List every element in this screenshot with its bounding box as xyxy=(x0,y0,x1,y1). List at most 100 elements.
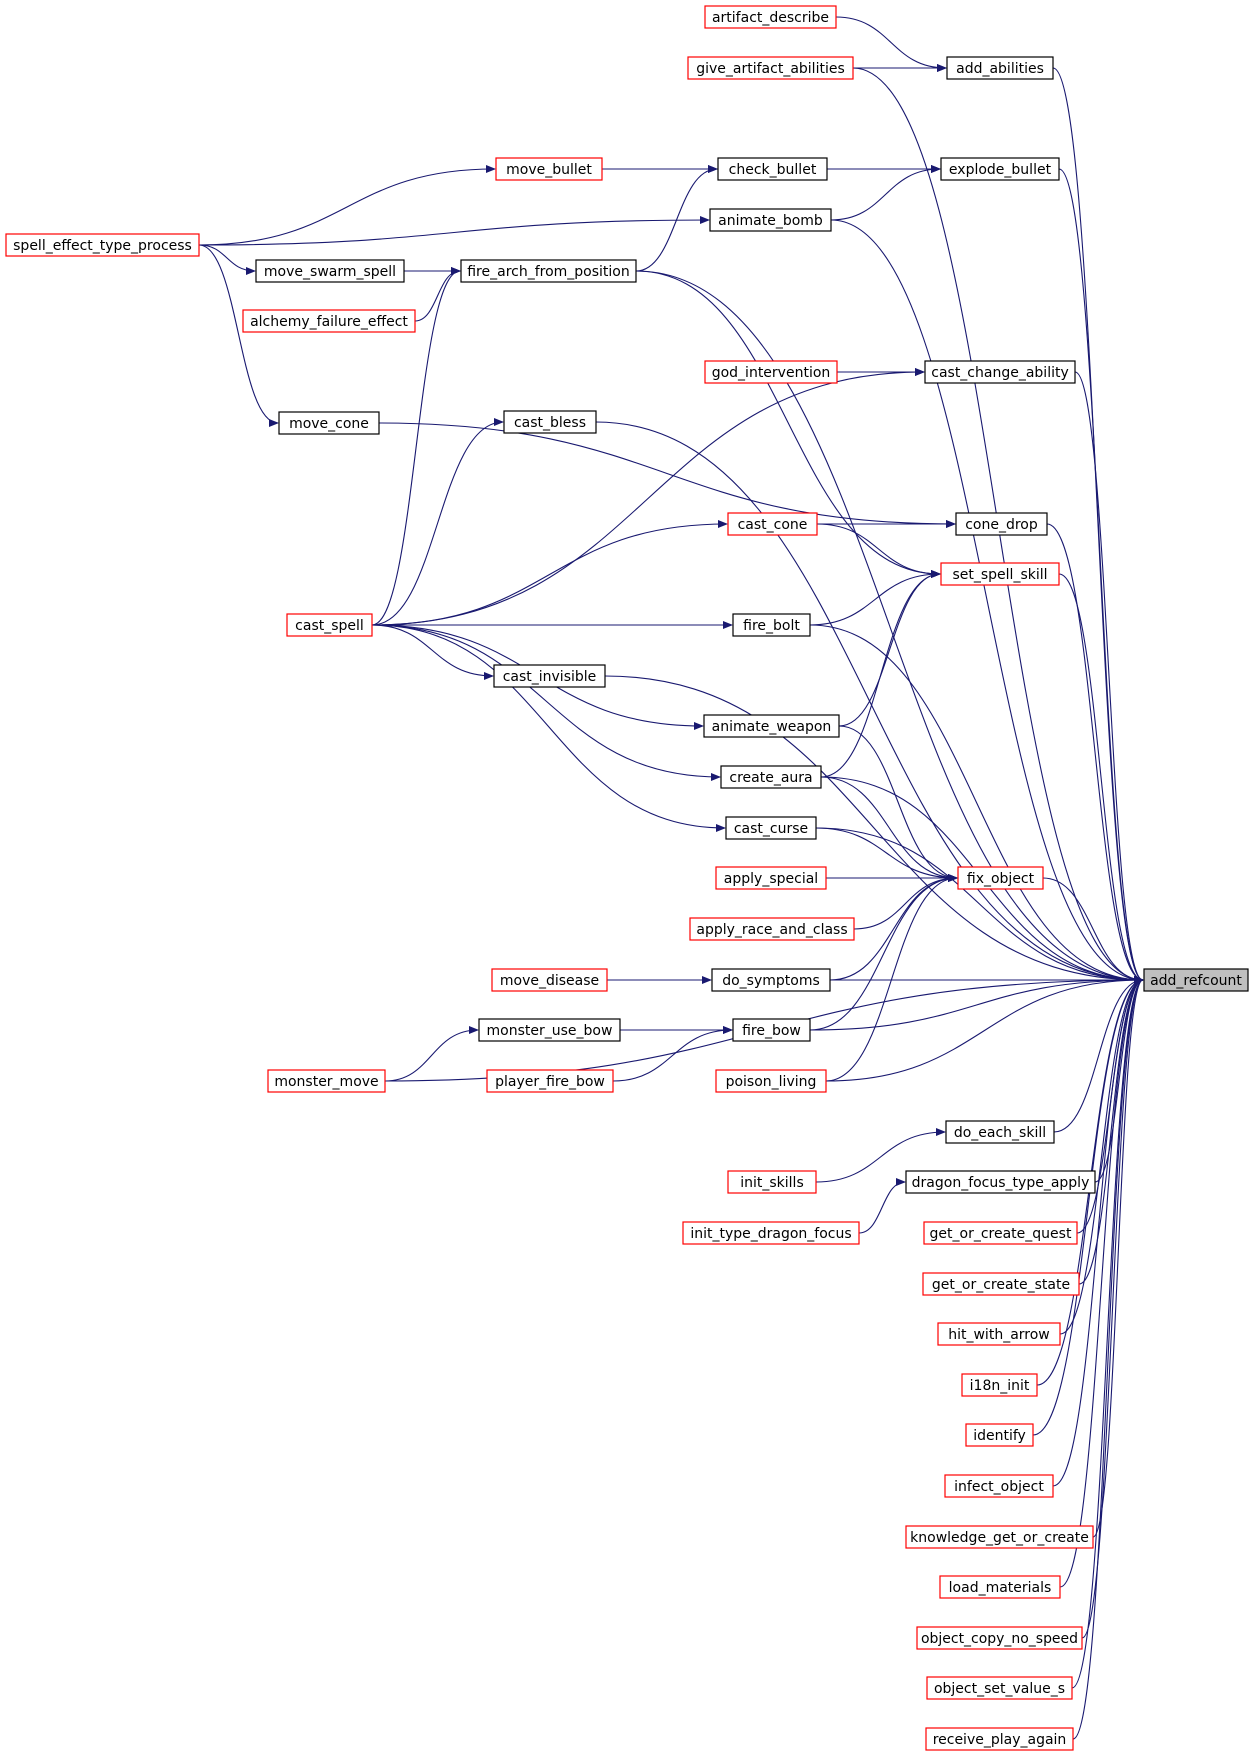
node-box-move_swarm_spell[interactable] xyxy=(255,259,405,283)
node-monster_move[interactable]: monster_move xyxy=(267,1069,386,1093)
node-box-animate_bomb[interactable] xyxy=(709,208,832,232)
node-fire_bow[interactable]: fire_bow xyxy=(732,1018,811,1042)
node-box-explode_bullet[interactable] xyxy=(940,157,1060,181)
node-box-create_aura[interactable] xyxy=(720,765,822,789)
node-load_materials[interactable]: load_materials xyxy=(939,1575,1061,1599)
node-box-player_fire_bow[interactable] xyxy=(486,1069,614,1093)
node-move_cone[interactable]: move_cone xyxy=(278,411,380,435)
node-box-cast_curse[interactable] xyxy=(725,816,817,840)
node-box-fix_object[interactable] xyxy=(957,866,1044,890)
node-fire_arch_from_position[interactable]: fire_arch_from_position xyxy=(460,259,637,283)
node-animate_weapon[interactable]: animate_weapon xyxy=(703,714,840,738)
node-object_set_value_s[interactable]: object_set_value_s xyxy=(926,1676,1073,1700)
node-fire_bolt[interactable]: fire_bolt xyxy=(732,613,811,637)
node-move_disease[interactable]: move_disease xyxy=(491,968,608,992)
node-create_aura[interactable]: create_aura xyxy=(720,765,822,789)
node-monster_use_bow[interactable]: monster_use_bow xyxy=(478,1018,621,1042)
node-box-artifact_describe[interactable] xyxy=(704,5,837,29)
node-alchemy_failure_effect[interactable]: alchemy_failure_effect xyxy=(242,309,416,333)
node-infect_object[interactable]: infect_object xyxy=(944,1474,1054,1498)
node-spell_effect_type_process[interactable]: spell_effect_type_process xyxy=(5,233,200,257)
node-box-apply_special[interactable] xyxy=(715,866,827,890)
node-cast_spell[interactable]: cast_spell xyxy=(286,613,373,637)
node-box-init_skills[interactable] xyxy=(727,1170,817,1194)
node-fix_object[interactable]: fix_object xyxy=(957,866,1044,890)
node-init_skills[interactable]: init_skills xyxy=(727,1170,817,1194)
node-box-do_symptoms[interactable] xyxy=(711,968,831,992)
node-box-check_bullet[interactable] xyxy=(717,157,828,181)
node-do_each_skill[interactable]: do_each_skill xyxy=(945,1120,1055,1144)
node-cast_cone[interactable]: cast_cone xyxy=(727,512,818,536)
node-box-spell_effect_type_process[interactable] xyxy=(5,233,200,257)
node-poison_living[interactable]: poison_living xyxy=(715,1069,827,1093)
node-object_copy_no_speed[interactable]: object_copy_no_speed xyxy=(916,1626,1083,1650)
node-box-cast_spell[interactable] xyxy=(286,613,373,637)
node-init_type_dragon_focus[interactable]: init_type_dragon_focus xyxy=(682,1221,860,1245)
node-receive_play_again[interactable]: receive_play_again xyxy=(925,1727,1074,1751)
node-box-move_cone[interactable] xyxy=(278,411,380,435)
node-box-fire_bow[interactable] xyxy=(732,1018,811,1042)
node-box-receive_play_again[interactable] xyxy=(925,1727,1074,1751)
node-box-object_set_value_s[interactable] xyxy=(926,1676,1073,1700)
node-box-move_bullet[interactable] xyxy=(495,157,603,181)
node-box-cast_cone[interactable] xyxy=(727,512,818,536)
node-box-get_or_create_quest[interactable] xyxy=(923,1221,1078,1245)
node-box-alchemy_failure_effect[interactable] xyxy=(242,309,416,333)
node-apply_race_and_class[interactable]: apply_race_and_class xyxy=(689,917,855,941)
node-box-give_artifact_abilities[interactable] xyxy=(687,56,854,80)
node-add_abilities[interactable]: add_abilities xyxy=(946,56,1054,80)
node-check_bullet[interactable]: check_bullet xyxy=(717,157,828,181)
node-cast_change_ability[interactable]: cast_change_ability xyxy=(924,360,1076,384)
node-box-load_materials[interactable] xyxy=(939,1575,1061,1599)
node-box-poison_living[interactable] xyxy=(715,1069,827,1093)
node-player_fire_bow[interactable]: player_fire_bow xyxy=(486,1069,614,1093)
node-box-dragon_focus_type_apply[interactable] xyxy=(905,1170,1096,1194)
node-move_bullet[interactable]: move_bullet xyxy=(495,157,603,181)
node-cone_drop[interactable]: cone_drop xyxy=(955,512,1048,536)
node-box-cone_drop[interactable] xyxy=(955,512,1048,536)
node-box-add_abilities[interactable] xyxy=(946,56,1054,80)
node-do_symptoms[interactable]: do_symptoms xyxy=(711,968,831,992)
node-box-hit_with_arrow[interactable] xyxy=(937,1322,1061,1346)
node-hit_with_arrow[interactable]: hit_with_arrow xyxy=(937,1322,1061,1346)
node-get_or_create_quest[interactable]: get_or_create_quest xyxy=(923,1221,1078,1245)
node-box-knowledge_get_or_create[interactable] xyxy=(905,1525,1094,1549)
node-box-animate_weapon[interactable] xyxy=(703,714,840,738)
node-knowledge_get_or_create[interactable]: knowledge_get_or_create xyxy=(905,1525,1094,1549)
node-box-do_each_skill[interactable] xyxy=(945,1120,1055,1144)
node-cast_invisible[interactable]: cast_invisible xyxy=(493,664,606,688)
node-box-init_type_dragon_focus[interactable] xyxy=(682,1221,860,1245)
node-box-monster_move[interactable] xyxy=(267,1069,386,1093)
node-give_artifact_abilities[interactable]: give_artifact_abilities xyxy=(687,56,854,80)
node-box-set_spell_skill[interactable] xyxy=(940,562,1060,586)
node-box-object_copy_no_speed[interactable] xyxy=(916,1626,1083,1650)
node-box-identify[interactable] xyxy=(965,1423,1034,1447)
node-box-god_intervention[interactable] xyxy=(704,360,838,384)
node-explode_bullet[interactable]: explode_bullet xyxy=(940,157,1060,181)
node-cast_curse[interactable]: cast_curse xyxy=(725,816,817,840)
node-box-cast_invisible[interactable] xyxy=(493,664,606,688)
node-god_intervention[interactable]: god_intervention xyxy=(704,360,838,384)
node-box-i18n_init[interactable] xyxy=(961,1373,1038,1397)
node-box-fire_arch_from_position[interactable] xyxy=(460,259,637,283)
node-identify[interactable]: identify xyxy=(965,1423,1034,1447)
node-box-cast_change_ability[interactable] xyxy=(924,360,1076,384)
node-box-monster_use_bow[interactable] xyxy=(478,1018,621,1042)
node-artifact_describe[interactable]: artifact_describe xyxy=(704,5,837,29)
node-box-cast_bless[interactable] xyxy=(503,410,597,434)
node-dragon_focus_type_apply[interactable]: dragon_focus_type_apply xyxy=(905,1170,1096,1194)
node-cast_bless[interactable]: cast_bless xyxy=(503,410,597,434)
node-box-move_disease[interactable] xyxy=(491,968,608,992)
node-add_refcount[interactable]: add_refcount xyxy=(1143,968,1249,992)
node-set_spell_skill[interactable]: set_spell_skill xyxy=(940,562,1060,586)
node-animate_bomb[interactable]: animate_bomb xyxy=(709,208,832,232)
node-box-add_refcount[interactable] xyxy=(1143,968,1249,992)
node-get_or_create_state[interactable]: get_or_create_state xyxy=(922,1272,1080,1296)
node-apply_special[interactable]: apply_special xyxy=(715,866,827,890)
node-box-infect_object[interactable] xyxy=(944,1474,1054,1498)
node-i18n_init[interactable]: i18n_init xyxy=(961,1373,1038,1397)
node-box-apply_race_and_class[interactable] xyxy=(689,917,855,941)
node-box-get_or_create_state[interactable] xyxy=(922,1272,1080,1296)
node-move_swarm_spell[interactable]: move_swarm_spell xyxy=(255,259,405,283)
node-box-fire_bolt[interactable] xyxy=(732,613,811,637)
